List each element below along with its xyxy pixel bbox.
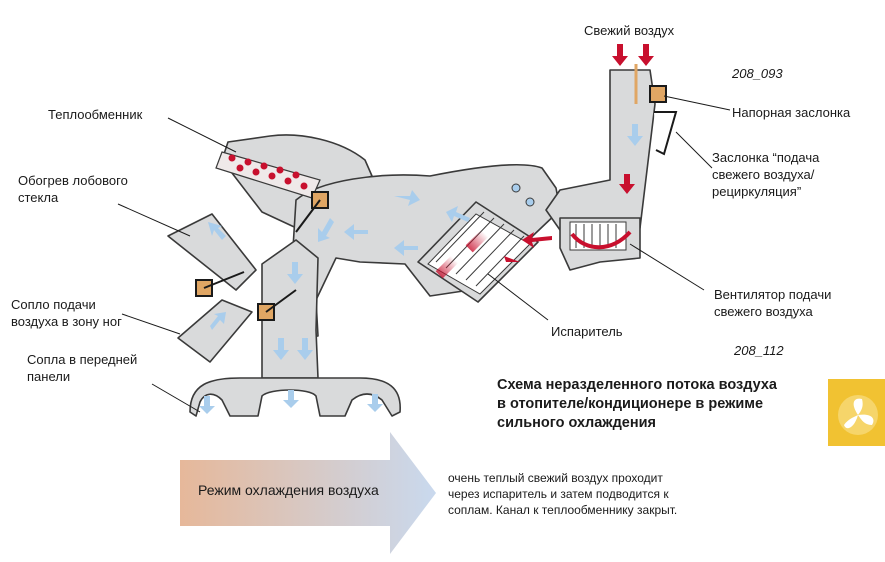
- flaps: [195, 64, 678, 321]
- label-fresh-air: Свежий воздух: [584, 23, 675, 38]
- mode-arrow: [180, 432, 436, 554]
- climate-logo-icon: [828, 379, 885, 446]
- leader-lines: [117, 95, 731, 413]
- code-bottom: 208_112: [734, 343, 784, 358]
- label-heat-exchanger: Теплообменник: [48, 107, 143, 122]
- label-fan: Вентилятор подачи свежего воздуха: [714, 287, 832, 319]
- fresh-air-arrows: [504, 44, 654, 262]
- cool-air-arrows: [199, 124, 643, 414]
- mode-description: очень теплый свежий воздух проходит чере…: [448, 471, 678, 517]
- label-foot-nozzle: Сопло подачи воздуха в зону ног: [11, 297, 122, 329]
- code-top: 208_093: [732, 66, 783, 81]
- label-front-panel: Сопла в передней панели: [27, 352, 138, 384]
- label-pressure-flap: Напорная заслонка: [732, 105, 851, 120]
- label-recirc-flap: Заслонка “подача свежего воздуха/ рецирк…: [712, 150, 820, 199]
- fan-rotor: [569, 221, 632, 251]
- label-windshield: Обогрев лобового стекла: [18, 173, 128, 205]
- evaporator-core: [427, 183, 535, 295]
- label-evaporator: Испаритель: [551, 324, 623, 339]
- mode-label: Режим охлаждения воздуха: [198, 482, 379, 498]
- diagram-title: Схема неразделенного потока воздуха в от…: [497, 377, 777, 431]
